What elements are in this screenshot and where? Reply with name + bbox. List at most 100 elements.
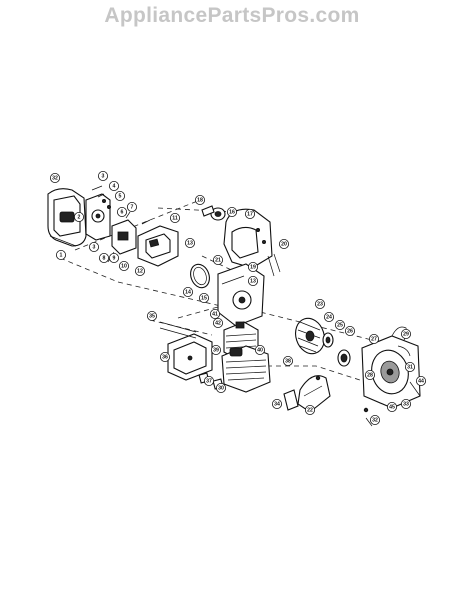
callout-label: 9 [113, 255, 116, 261]
callout-circle [282, 355, 293, 366]
callout-c32a: 32 [50, 172, 61, 183]
callout-circle [198, 292, 209, 303]
callout-label: 18 [197, 197, 203, 203]
callout-c40: 40 [254, 344, 265, 355]
callout-circle [56, 249, 67, 260]
callout-circle [203, 375, 214, 386]
callout-label: 4 [113, 183, 116, 189]
part-fuel-cap [210, 207, 226, 221]
callout-circle [254, 344, 265, 355]
callout-label: 35 [149, 313, 155, 319]
callout-label: 13 [250, 278, 256, 284]
callout-c7: 7 [127, 201, 138, 212]
callout-c3b: 3 [89, 241, 100, 252]
callout-circle [109, 252, 120, 263]
callout-c29: 29 [400, 328, 411, 339]
callout-circle [74, 211, 85, 222]
callout-circle [212, 254, 223, 265]
callout-label: 32 [372, 417, 378, 423]
callout-circle [50, 172, 61, 183]
callout-circle [169, 212, 180, 223]
callout-label: 24 [326, 314, 332, 320]
callout-c33: 33 [400, 398, 411, 409]
part-insulator-block [137, 219, 179, 267]
callout-label: 3 [93, 244, 96, 250]
part-muffler [167, 333, 213, 381]
callout-label: 36 [162, 354, 168, 360]
callout-label: 16 [229, 209, 235, 215]
callout-circle [415, 375, 426, 386]
callout-circle [146, 310, 157, 321]
callout-c22: 22 [304, 404, 315, 415]
callout-circle [210, 344, 221, 355]
callout-circle [344, 325, 355, 336]
callout-c16: 16 [226, 206, 237, 217]
callout-circle [244, 208, 255, 219]
callout-label: 39 [213, 347, 219, 353]
callout-circle [182, 286, 193, 297]
callout-label: 26 [347, 328, 353, 334]
callout-circle [98, 170, 109, 181]
callout-c14: 14 [182, 286, 193, 297]
callout-circle [247, 261, 258, 272]
callout-label: 32 [52, 175, 58, 181]
callout-label: 40 [257, 347, 263, 353]
callout-circle [89, 241, 100, 252]
callout-c38: 38 [282, 355, 293, 366]
callout-c25: 25 [334, 319, 345, 330]
callout-label: 2 [78, 214, 81, 220]
part-flywheel [295, 317, 325, 355]
callout-circle [115, 190, 126, 201]
callout-c36: 36 [159, 351, 170, 362]
callout-c10: 10 [119, 260, 130, 271]
callout-label: 3 [102, 173, 105, 179]
callout-label: 8 [103, 255, 106, 261]
callout-c26: 26 [344, 325, 355, 336]
callout-circle [314, 298, 325, 309]
part-screws-top [91, 185, 112, 209]
part-muffler-bolts [159, 321, 197, 339]
callout-c4: 4 [109, 180, 120, 191]
callout-label: 41 [212, 311, 218, 317]
callout-c37: 37 [203, 375, 214, 386]
callout-c3: 3 [98, 170, 109, 181]
callout-circle [334, 319, 345, 330]
part-clutch-drum [337, 349, 351, 367]
callout-circle [400, 328, 411, 339]
callout-c39: 39 [210, 344, 221, 355]
callout-label: 38 [285, 358, 291, 364]
callout-label: 1 [60, 252, 63, 258]
callout-c32b: 32 [369, 414, 380, 425]
callout-c1: 1 [56, 249, 67, 260]
watermark-logo: AppliancePartsPros.com [104, 4, 360, 27]
callout-circle [278, 238, 289, 249]
callout-circle [194, 194, 205, 205]
callout-c11: 11 [169, 212, 180, 223]
callout-circle [247, 275, 258, 286]
callout-circle [404, 361, 415, 372]
callout-label: 44 [418, 378, 424, 384]
callout-c6: 6 [117, 206, 128, 217]
callout-c23: 23 [314, 298, 325, 309]
callout-c19: 19 [247, 261, 258, 272]
callout-label: 37 [206, 378, 212, 384]
part-air-filter-housing [47, 188, 87, 247]
part-filter-plate [85, 193, 111, 241]
callout-c8: 8 [99, 252, 110, 263]
callout-label: 5 [119, 193, 122, 199]
callout-label: 33 [403, 401, 409, 407]
callout-circle [209, 308, 220, 319]
callout-c21: 21 [212, 254, 223, 265]
callout-label: 7 [131, 204, 134, 210]
callout-c20: 20 [278, 238, 289, 249]
callout-c12: 12 [134, 265, 145, 276]
callout-label: 22 [307, 407, 313, 413]
part-clutch-washer [322, 332, 334, 348]
part-small-plate [283, 389, 299, 411]
callout-c17: 17 [244, 208, 255, 219]
callout-circle [304, 404, 315, 415]
callout-circle [364, 369, 375, 380]
callout-c35: 35 [146, 310, 157, 321]
